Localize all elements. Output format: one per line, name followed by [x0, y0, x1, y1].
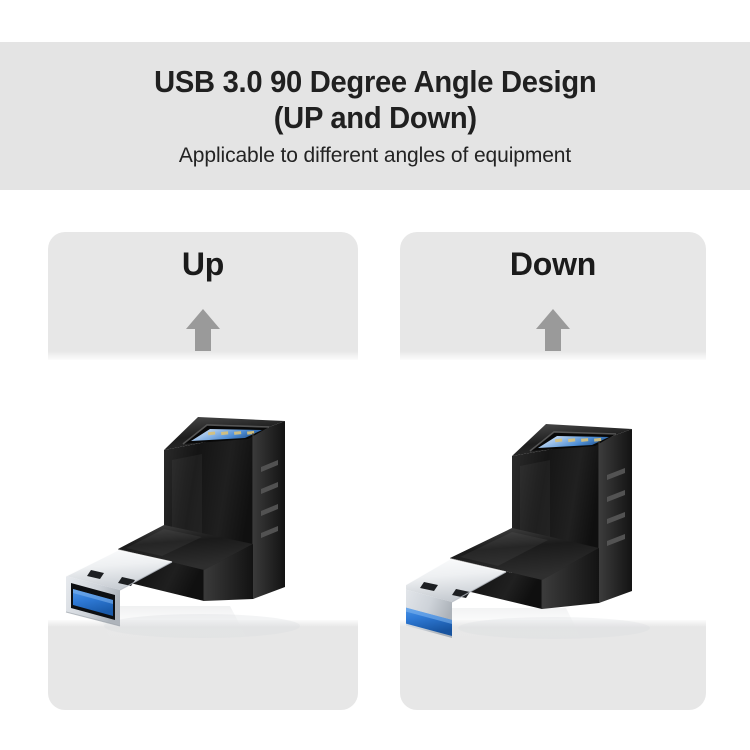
page-title-line-1: USB 3.0 90 Degree Angle Design [153, 64, 597, 100]
page-title: USB 3.0 90 Degree Angle Design (UP and D… [153, 64, 597, 135]
product-image-down [399, 394, 706, 659]
product-card-row: Up [0, 232, 750, 710]
header-band: USB 3.0 90 Degree Angle Design (UP and D… [0, 42, 750, 190]
product-image-up [52, 394, 352, 659]
product-card-up: Up [46, 232, 360, 710]
page-title-line-2: (UP and Down) [273, 99, 477, 135]
card-label-down: Down [509, 246, 597, 282]
product-stage-down [399, 360, 706, 660]
arrow-up-icon [48, 306, 358, 354]
arrow-up-icon [400, 306, 706, 354]
page-subtitle: Applicable to different angles of equipm… [178, 143, 572, 167]
product-card-down: Down [398, 232, 708, 710]
product-stage-up [48, 360, 358, 660]
card-label-up: Up [181, 246, 225, 282]
